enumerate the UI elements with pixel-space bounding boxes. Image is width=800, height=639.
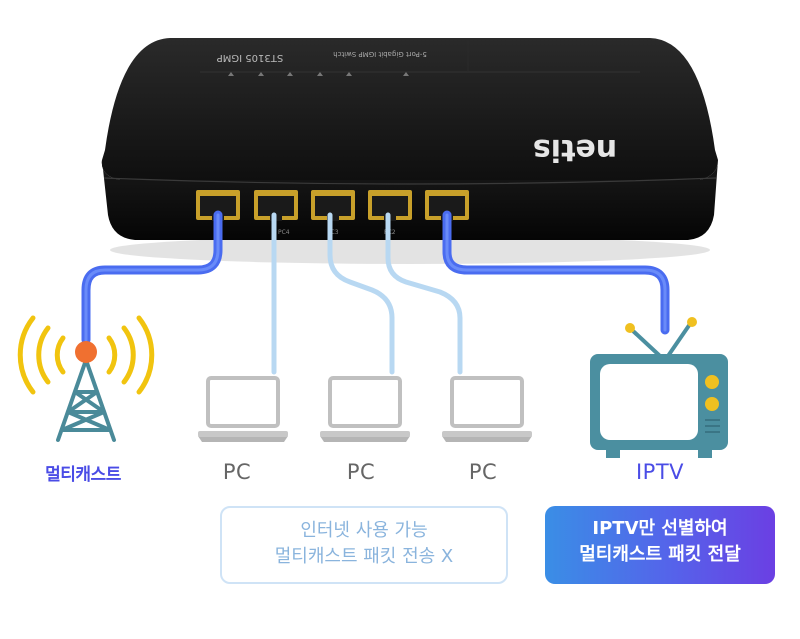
iptv-info-line2: 멀티캐스트 패킷 전달 xyxy=(579,544,741,565)
multicast-label: 멀티캐스트 xyxy=(45,465,121,485)
led-indicators xyxy=(228,72,409,76)
port-label-pc4: PC4 xyxy=(278,229,290,236)
laptop-icon xyxy=(198,376,288,442)
pc-info-line1: 인터넷 사용 가능 xyxy=(300,520,428,541)
tv-screen xyxy=(600,364,698,440)
pc-label: PC xyxy=(468,460,498,484)
broadcast-tower-icon xyxy=(17,315,155,442)
tv-leg xyxy=(698,450,712,458)
switch-top xyxy=(101,38,719,180)
pc-label: PC xyxy=(222,460,252,484)
network-switch: 5-Port Gigabit IGMP Switch ST3105 IGMP n… xyxy=(101,38,719,240)
iptv-label: IPTV xyxy=(635,460,685,484)
laptop-icon xyxy=(320,376,410,442)
ethernet-port-5 xyxy=(425,190,469,221)
port-label-pc3: PC3 xyxy=(327,229,339,236)
pc3-cable xyxy=(385,212,463,375)
switch-shadow xyxy=(110,236,710,264)
laptop-icon xyxy=(442,376,532,442)
tower-frame xyxy=(56,358,116,442)
tv-icon xyxy=(590,317,728,458)
tv-antenna xyxy=(630,322,692,358)
tv-antenna-tip xyxy=(625,323,635,333)
tv-antenna-tip xyxy=(687,317,697,327)
cables xyxy=(81,210,670,375)
tv-knob xyxy=(705,397,719,411)
pc-label: PC xyxy=(346,460,376,484)
ethernet-port-3 xyxy=(311,190,355,221)
pc-info-line2: 멀티캐스트 패킷 전송 X xyxy=(274,546,454,567)
iptv-info-line1: IPTV만 선별하여 xyxy=(592,518,728,539)
signal-waves xyxy=(17,315,155,395)
tv-leg xyxy=(606,450,620,458)
switch-subtitle: 5-Port Gigabit IGMP Switch xyxy=(333,50,427,58)
tv-knob xyxy=(705,375,719,389)
switch-ports xyxy=(196,190,469,221)
pc-info-box: 인터넷 사용 가능 멀티캐스트 패킷 전송 X xyxy=(220,506,508,584)
antenna-dot xyxy=(75,341,97,363)
switch-brand-logo: netis xyxy=(533,132,617,167)
tv-speaker xyxy=(705,419,720,433)
iptv-info-box: IPTV만 선별하여 멀티캐스트 패킷 전달 xyxy=(545,506,775,584)
switch-model: ST3105 IGMP xyxy=(217,52,283,63)
pc2-cable xyxy=(327,212,395,375)
